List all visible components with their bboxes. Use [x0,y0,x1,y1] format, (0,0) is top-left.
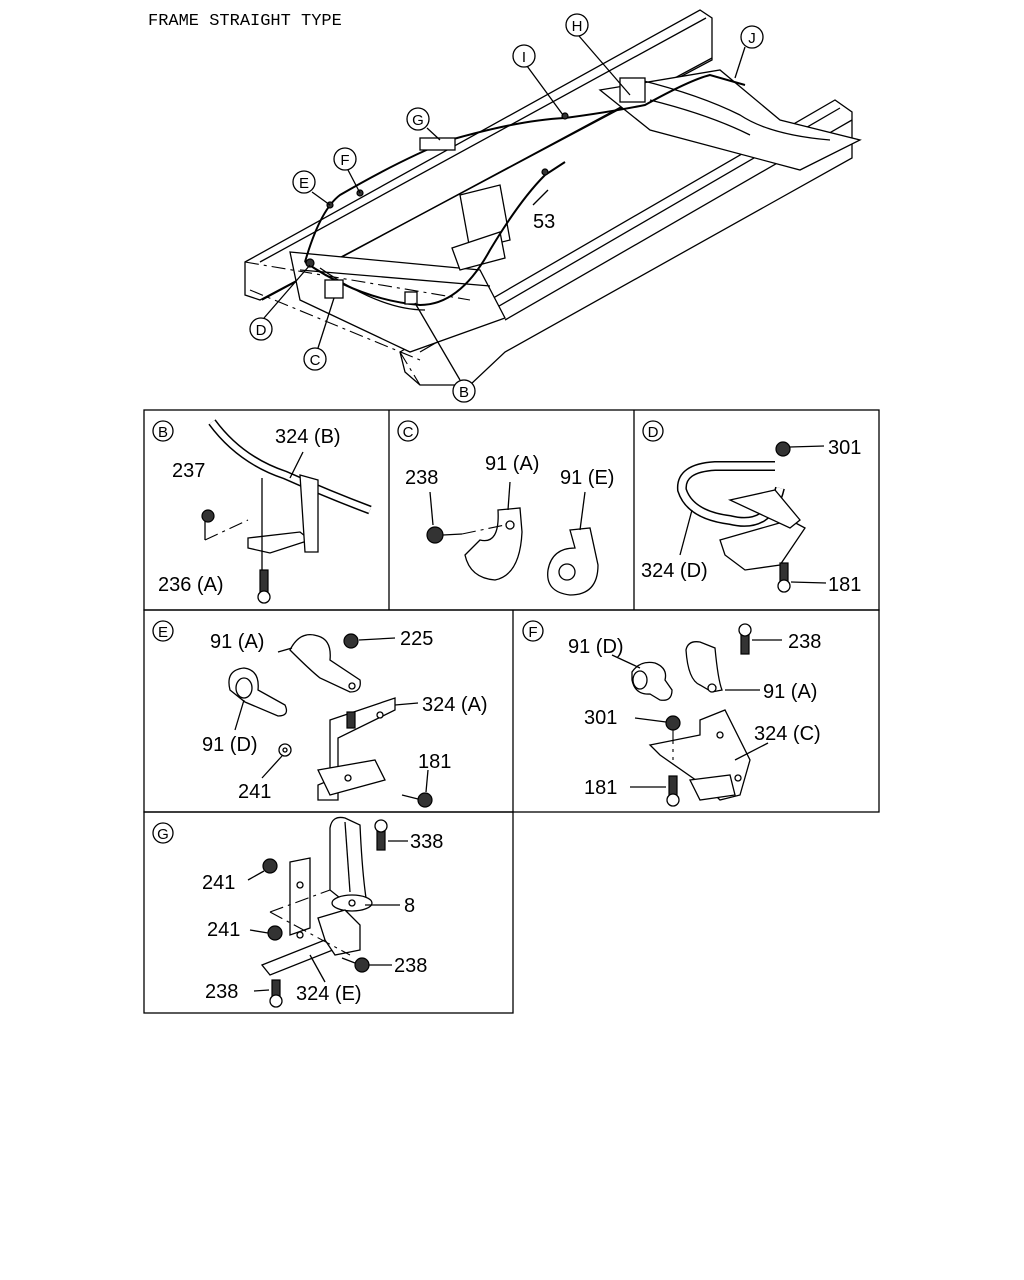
left-frame-rail [244,9,713,301]
part-53-label: 53 [532,189,555,233]
callout-E: E [292,170,331,206]
bolt-236A [259,569,269,593]
nut-301 [775,441,791,457]
overview-callouts: H J I G F E D [249,13,764,403]
callout-J: J [734,25,764,79]
bracket-324E-upright [289,857,311,936]
right-frame-rail [399,99,853,386]
bracket-324D [719,519,806,571]
svg-text:91 (D): 91 (D) [202,734,258,756]
clip-g [419,137,456,151]
svg-text:E: E [299,175,309,192]
frame-overview [244,9,862,386]
nut-225 [343,633,359,649]
svg-text:237: 237 [172,460,205,482]
callout-B: B [414,302,476,403]
svg-text:238: 238 [788,631,821,653]
svg-text:91 (A): 91 (A) [485,453,539,475]
clamp-91A [685,641,723,693]
panel-F: F 91 (D) 238 91 (A) 301 324 (C) 181 [522,620,821,807]
svg-text:G: G [157,826,169,843]
callout-C: C [303,297,335,371]
svg-text:91 (A): 91 (A) [763,681,817,703]
nut-241 [262,858,278,874]
svg-text:338: 338 [410,831,443,853]
svg-text:324 (A): 324 (A) [422,694,488,716]
nut-301 [665,715,681,731]
svg-text:238: 238 [205,981,238,1003]
clip-b [404,291,418,305]
svg-text:C: C [310,352,321,369]
callout-H: H [565,13,631,96]
panel-E: E 91 (A) 225 324 (A) 91 (D) 181 241 [152,620,488,808]
callout-G: G [406,107,441,141]
callout-I: I [512,44,564,116]
detail-grid [143,409,880,1014]
svg-text:J: J [748,30,756,47]
svg-text:301: 301 [828,437,861,459]
svg-text:E: E [158,624,168,641]
bolt-181 [417,792,433,808]
clamp-91A [289,633,361,693]
svg-text:F: F [528,624,537,641]
svg-text:D: D [648,424,659,441]
svg-text:181: 181 [418,751,451,773]
svg-text:225: 225 [400,628,433,650]
svg-text:91 (D): 91 (D) [568,636,624,658]
svg-text:181: 181 [828,574,861,596]
svg-text:B: B [459,384,469,401]
svg-text:91 (A): 91 (A) [210,631,264,653]
svg-text:301: 301 [584,707,617,729]
svg-text:B: B [158,424,168,441]
svg-text:8: 8 [404,895,415,917]
bracket-324B [247,531,312,554]
svg-text:324 (B): 324 (B) [275,426,341,448]
panel-D: D 301 324 (D) 181 [641,420,861,596]
svg-text:H: H [572,18,583,35]
clip-h [619,77,646,103]
svg-text:324 (C): 324 (C) [754,723,821,745]
svg-text:324 (E): 324 (E) [296,983,362,1005]
clamp-91E [547,527,599,596]
diagram-title: FRAME STRAIGHT TYPE [148,12,342,31]
svg-text:I: I [522,49,526,66]
svg-text:241: 241 [238,781,271,803]
clamp-91A [464,507,523,581]
bolt-238 [426,526,444,544]
bolt-238 [354,957,370,973]
svg-text:G: G [412,112,424,129]
nut-241 [267,925,283,941]
callout-D: D [249,264,311,341]
bolt-181 [668,775,678,797]
brake-cable-main [304,73,746,263]
mount-plate [451,231,506,271]
svg-text:D: D [256,322,267,339]
svg-text:238: 238 [405,467,438,489]
svg-text:236 (A): 236 (A) [158,574,224,596]
svg-text:F: F [340,152,349,169]
panel-B: B 324 (B) 237 236 (A) [152,419,372,604]
panel-C: C 238 91 (A) 91 (E) [397,420,614,596]
svg-text:238: 238 [394,955,427,977]
panel-G: G 338 241 8 241 238 2 [152,816,443,1008]
svg-text:241: 241 [202,872,235,894]
svg-text:181: 181 [584,777,617,799]
svg-text:53: 53 [533,211,555,233]
svg-text:324 (D): 324 (D) [641,560,708,582]
clip-c [324,279,344,299]
svg-text:91 (E): 91 (E) [560,467,614,489]
callout-F: F [333,147,361,194]
nut-237 [201,509,215,523]
svg-text:241: 241 [207,919,240,941]
stud [346,711,356,729]
svg-text:C: C [403,424,414,441]
